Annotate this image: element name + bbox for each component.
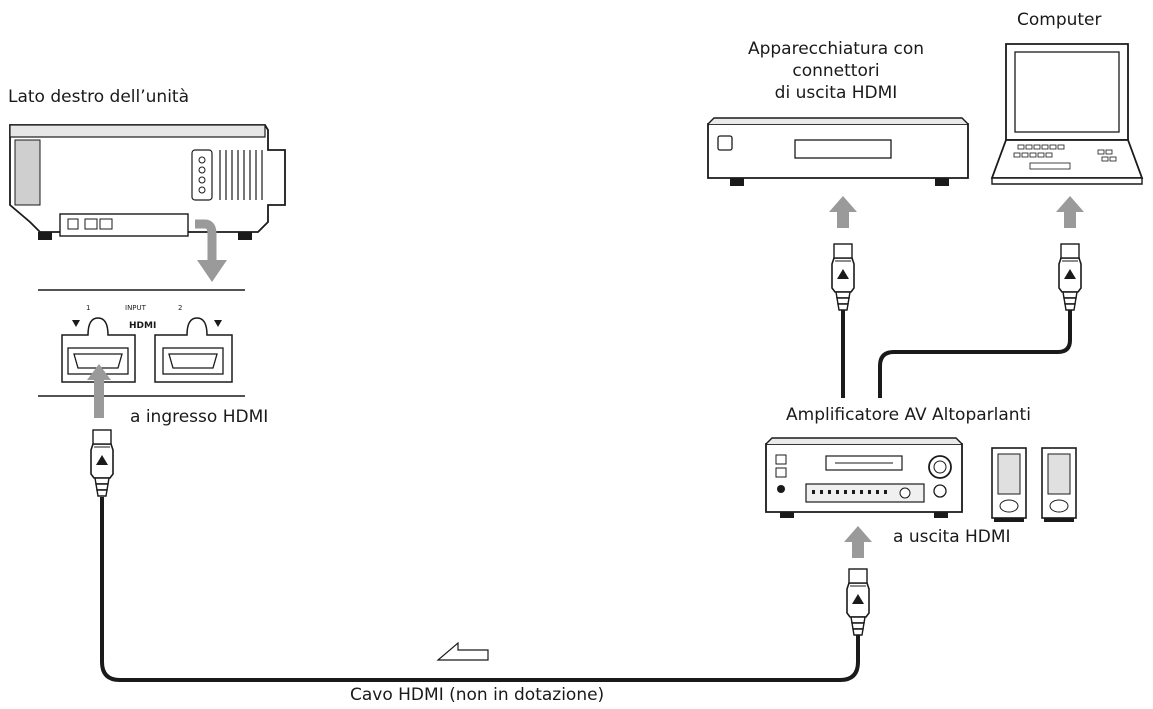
direction-arrow-icon — [195, 219, 227, 282]
av-receiver-icon — [765, 437, 963, 518]
hdmi-plug-icon — [1058, 243, 1082, 311]
output-device-label-line1: Apparecchiatura con — [747, 39, 925, 59]
output-device-label-line2: connettori — [792, 61, 880, 81]
hdmi-plug-icon — [846, 568, 870, 636]
speaker-icon — [991, 447, 1027, 522]
hdmi-port-icon — [154, 317, 233, 383]
projector-icon — [9, 124, 286, 240]
hdmi-logo: HDMI — [129, 321, 156, 331]
computer-label: Computer — [1017, 10, 1102, 30]
cable-label: Cavo HDMI (non in dotazione) — [350, 685, 605, 705]
direction-arrow-icon — [1056, 196, 1084, 228]
speaker-icon — [1041, 447, 1077, 522]
hdmi-port-icon — [61, 317, 136, 383]
hdmi-cable — [878, 310, 1072, 398]
projector-side-label: Lato destro dell’unità — [8, 87, 190, 107]
direction-arrow-icon — [436, 641, 489, 661]
amplifier-speakers-label: Amplificatore AV Altoparlanti — [786, 405, 1031, 425]
panel-input-label: INPUT — [125, 304, 147, 312]
output-device-label-line3: di uscita HDMI — [774, 83, 898, 103]
hdmi-input-panel: 1 INPUT 2 HDMI — [38, 289, 245, 397]
hdmi-cable — [100, 497, 860, 682]
output-device-label: Apparecchiatura con connettori di uscita… — [716, 38, 956, 104]
hdmi-plug-icon — [831, 243, 855, 311]
hdmi-input-label: a ingresso HDMI — [130, 407, 269, 427]
hdmi-plug-icon — [90, 429, 114, 497]
bd-player-icon — [707, 117, 969, 186]
port2-number: 2 — [178, 304, 182, 312]
hdmi-output-label: a uscita HDMI — [893, 527, 1011, 547]
laptop-icon — [990, 43, 1144, 185]
direction-arrow-icon — [844, 526, 872, 558]
direction-arrow-icon — [829, 196, 857, 228]
port1-number: 1 — [86, 304, 90, 312]
